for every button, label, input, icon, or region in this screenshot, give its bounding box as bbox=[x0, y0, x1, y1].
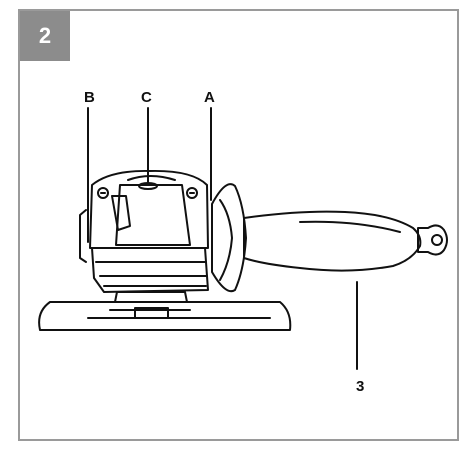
handle-flange-inner bbox=[219, 199, 233, 281]
spindle-boss bbox=[134, 307, 169, 319]
handle-flange bbox=[211, 183, 247, 293]
callout-label-c: C bbox=[141, 89, 152, 106]
spindle-lock-button bbox=[138, 182, 158, 190]
handle-end-cap bbox=[417, 224, 448, 256]
handle-end-cap-ring bbox=[431, 234, 443, 246]
base-plate bbox=[38, 301, 292, 331]
lever-b bbox=[79, 209, 87, 263]
gear-housing-window bbox=[115, 184, 191, 246]
gear-housing bbox=[89, 169, 209, 249]
handle-grip-highlight bbox=[299, 220, 401, 233]
screw-left-icon bbox=[97, 187, 109, 199]
auxiliary-handle bbox=[243, 210, 422, 272]
callout-label-handle: 3 bbox=[356, 378, 365, 395]
screw-right-icon bbox=[186, 187, 198, 199]
gear-housing-shade bbox=[111, 195, 131, 231]
callout-label-b: B bbox=[84, 89, 95, 106]
figure-number-badge: 2 bbox=[20, 11, 70, 61]
callout-label-a: A bbox=[204, 89, 215, 106]
gear-housing-cap bbox=[127, 175, 176, 181]
spindle-collar bbox=[114, 291, 188, 303]
